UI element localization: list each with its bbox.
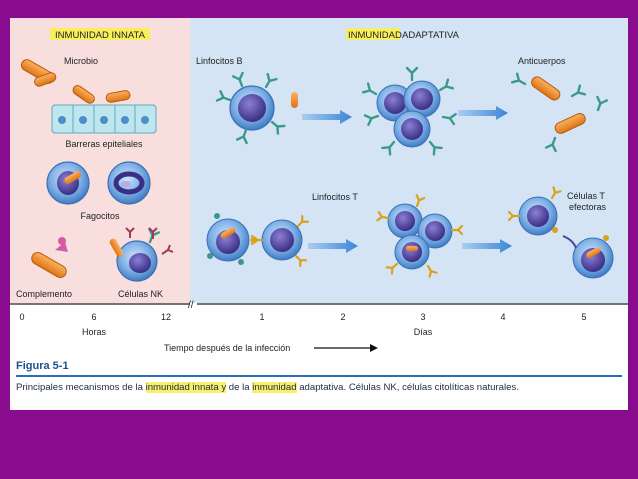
tick-day-2: 2	[340, 312, 345, 322]
microbio-label: Microbio	[64, 56, 98, 66]
caption-part-1: Principales mecanismos de la	[16, 382, 146, 393]
tick-hours-6: 6	[91, 312, 96, 322]
complemento-label: Complemento	[16, 289, 72, 299]
microbe-icon	[20, 59, 131, 104]
adaptive-title-part1: INMUNIDAD	[348, 30, 402, 41]
apc-cell-icon	[206, 213, 258, 265]
b-lymphocyte-icon	[215, 71, 298, 145]
tick-day-1: 1	[259, 312, 264, 322]
tick-day-4: 4	[500, 312, 505, 322]
linfocitos-t-label: Linfocitos T	[312, 192, 358, 202]
caption-part-3: adaptativa. Células NK, células citolíti…	[296, 382, 519, 393]
t-cell-cluster-icon	[376, 194, 464, 278]
arrow-b-1	[302, 110, 352, 124]
effector-t-cell-icon	[507, 186, 614, 279]
adaptive-title-part2: ADAPTATIVA	[402, 30, 460, 41]
efectoras-label: efectoras	[569, 202, 607, 212]
complement-icon	[31, 237, 68, 278]
caption-part-2: de la	[226, 382, 253, 393]
linfocitos-b-label: Linfocitos B	[196, 56, 243, 66]
axis-break-icon: //	[188, 300, 194, 311]
tick-hours-0: 0	[19, 312, 24, 322]
time-arrow-icon	[314, 344, 378, 352]
tick-day-3: 3	[420, 312, 425, 322]
tick-hours-12: 12	[161, 312, 171, 322]
figure-caption: Figura 5-1 Principales mecanismos de la …	[16, 360, 622, 393]
figure-title: Figura 5-1	[16, 360, 69, 372]
antibodies-icon	[510, 72, 609, 153]
phagocyte-icon-2	[107, 161, 151, 205]
arrow-t-1	[308, 239, 358, 253]
arrow-t-2	[462, 239, 512, 253]
fagocitos-label: Fagocitos	[80, 211, 120, 221]
caption-text: Principales mecanismos de la inmunidad i…	[16, 382, 622, 393]
immunity-diagram: INMUNIDAD INNATA INMUNIDAD ADAPTATIVA Mi…	[10, 18, 628, 353]
celulas-t-label: Células T	[567, 191, 605, 201]
caption-highlight-2: inmunidad	[252, 382, 297, 393]
phagocyte-icon	[46, 161, 90, 205]
t-lymphocyte-icon	[250, 215, 309, 267]
tiempo-label: Tiempo después de la infección	[164, 343, 290, 353]
anticuerpos-label: Anticuerpos	[518, 56, 566, 66]
innate-title: INMUNIDAD INNATA	[55, 30, 146, 41]
dias-label: Días	[414, 327, 433, 337]
innate-title-highlight	[50, 28, 150, 40]
adaptive-title-highlight	[346, 28, 400, 40]
epithelial-barrier-icon	[51, 104, 157, 134]
arrow-b-2	[458, 106, 508, 120]
celulas-nk-label: Células NK	[118, 289, 163, 299]
caption-divider	[16, 375, 622, 377]
figure-card: INMUNIDAD INNATA INMUNIDAD ADAPTATIVA Mi…	[10, 18, 628, 410]
barreras-label: Barreras epiteliales	[65, 139, 143, 149]
caption-highlight-1: inmunidad innata y	[145, 382, 227, 393]
horas-label: Horas	[82, 327, 107, 337]
b-cell-cluster-icon	[361, 66, 457, 156]
tick-day-5: 5	[581, 312, 586, 322]
nk-cell-icon	[109, 227, 174, 282]
